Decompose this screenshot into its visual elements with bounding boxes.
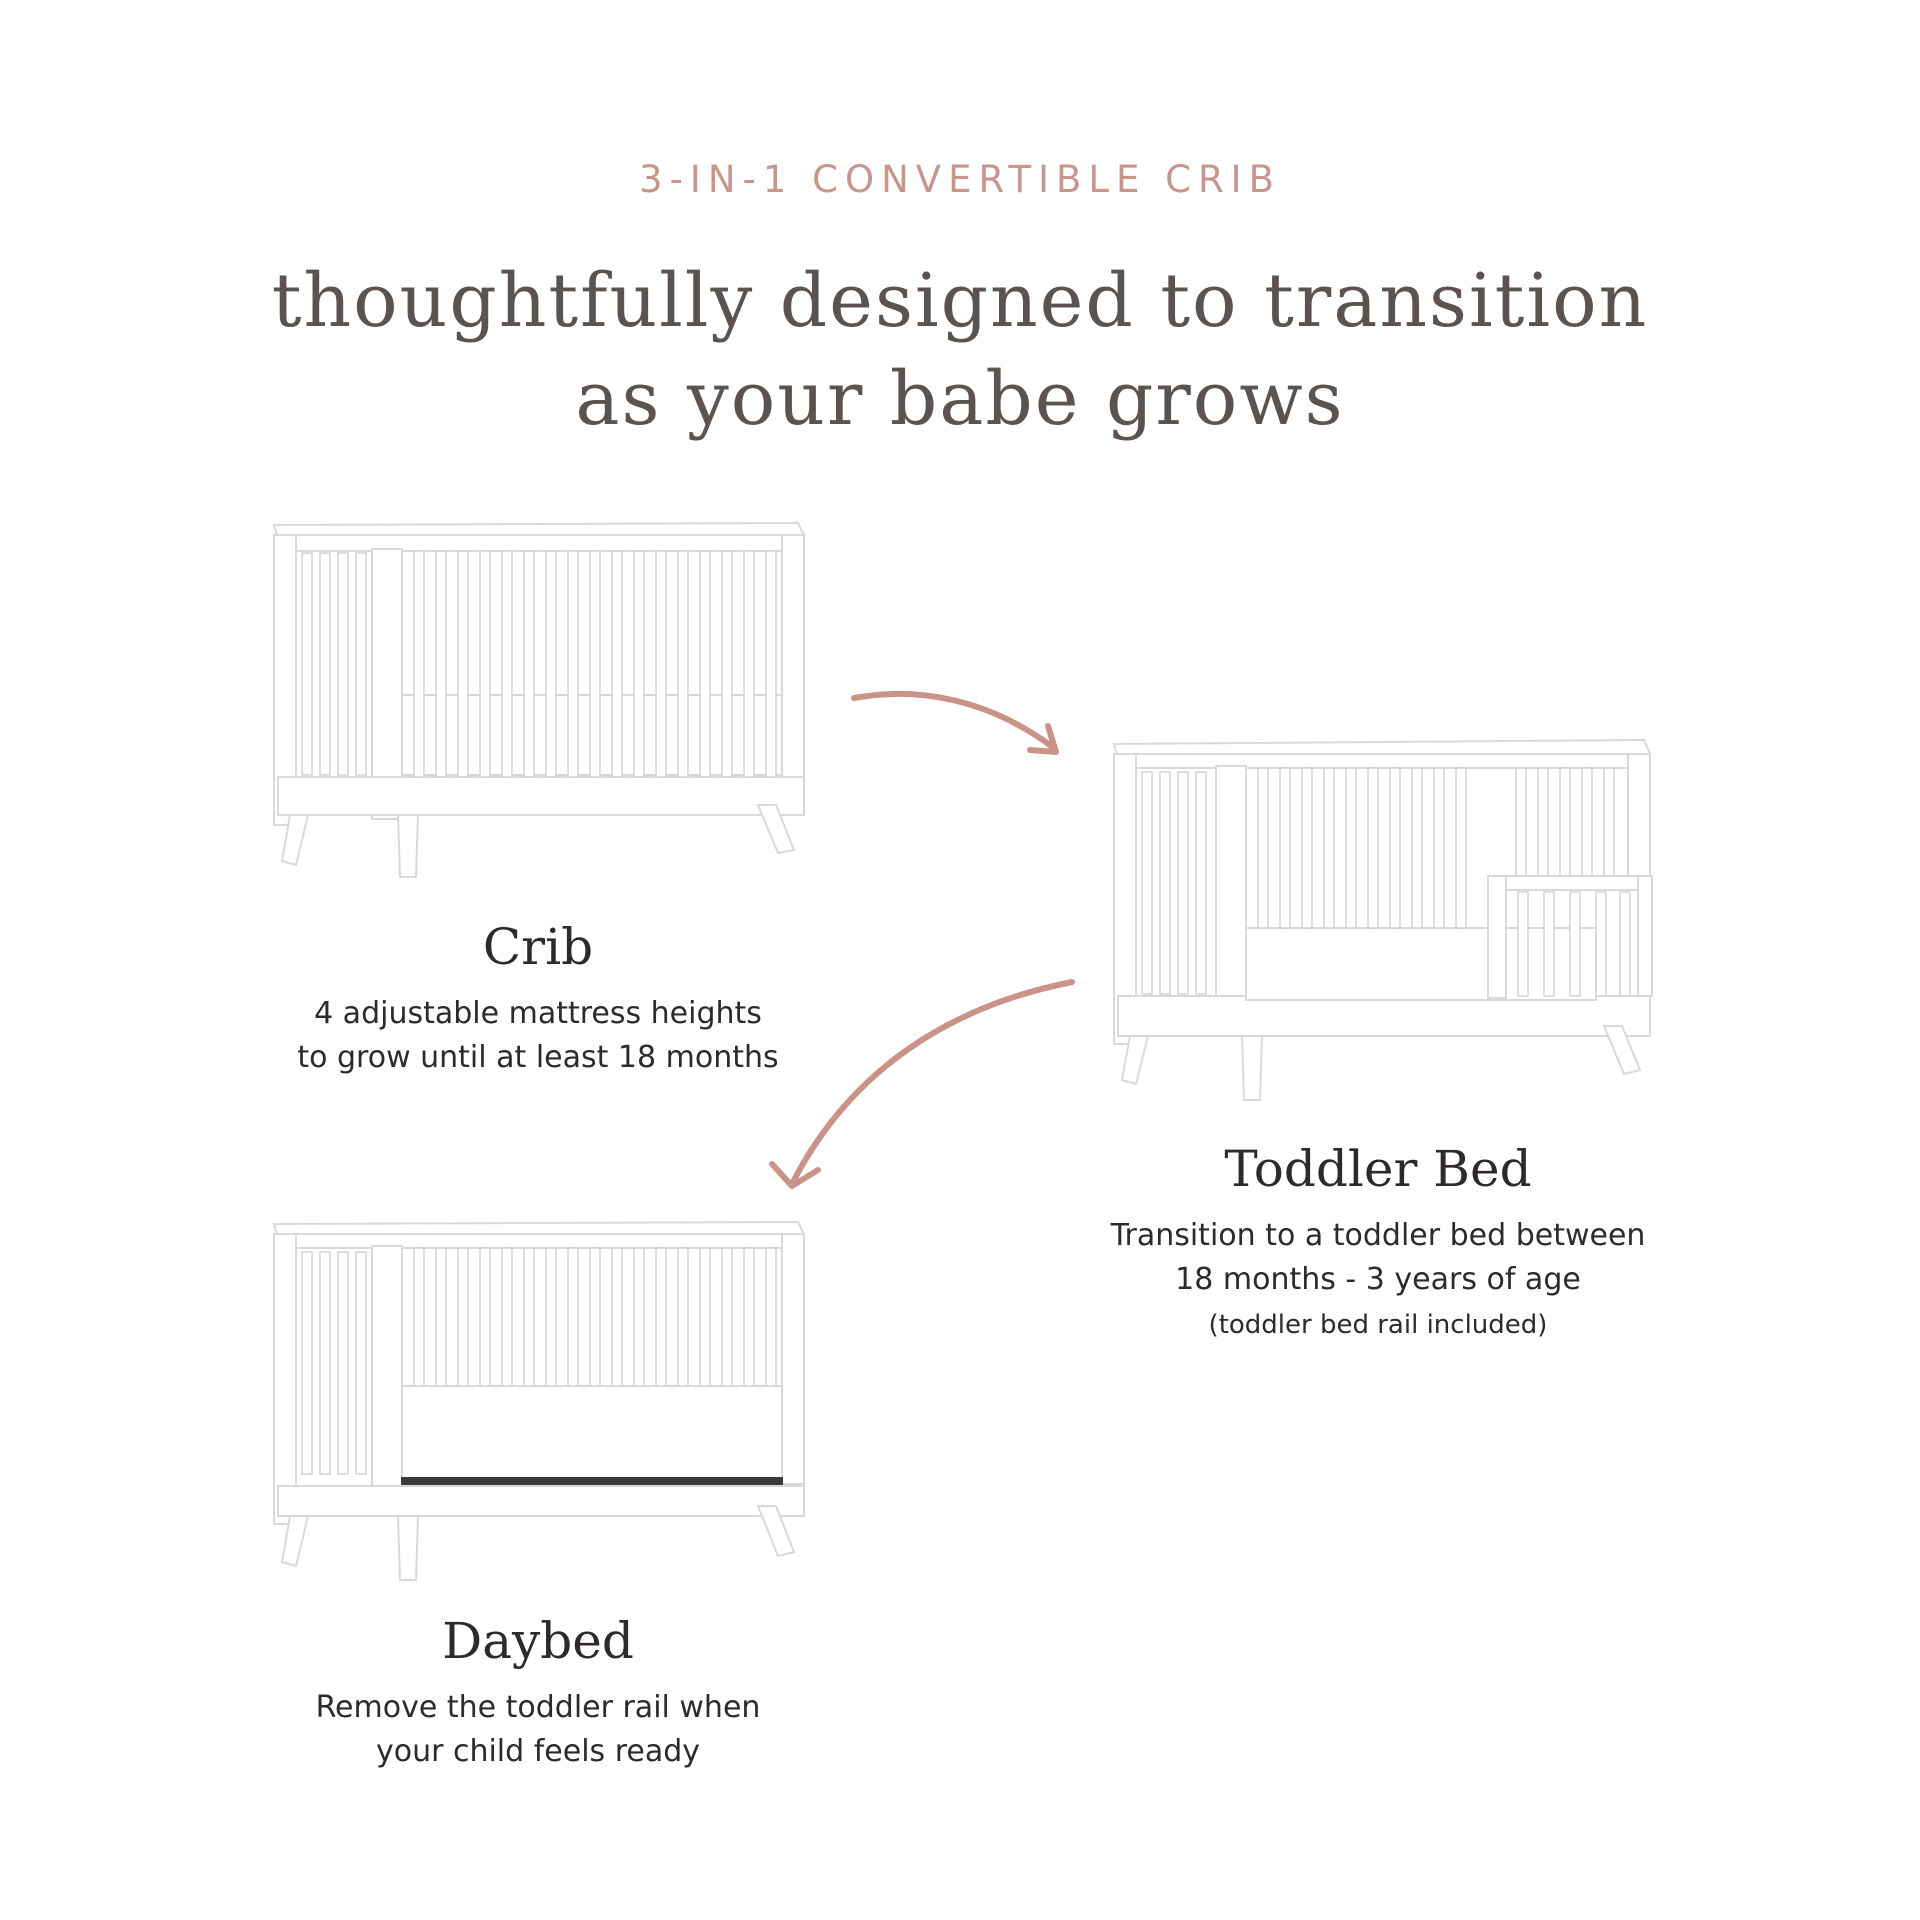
stage-desc-toddler-bed-line-2: 18 months - 3 years of age xyxy=(1175,1262,1581,1297)
headline-line-1: thoughtfully designed to transition xyxy=(271,258,1649,344)
eyebrow-label: 3-IN-1 CONVERTIBLE CRIB xyxy=(639,158,1281,201)
headline: thoughtfully designed to transition as y… xyxy=(0,252,1920,448)
stage-title-crib: Crib xyxy=(482,918,594,976)
toddler-bed-image xyxy=(1112,738,1653,1101)
stage-desc-daybed: Remove the toddler rail when your child … xyxy=(238,1686,838,1774)
headline-line-2: as your babe grows xyxy=(575,356,1345,442)
stage-title-toddler-bed: Toddler Bed xyxy=(1224,1140,1532,1198)
stage-desc-daybed-line-1: Remove the toddler rail when xyxy=(315,1690,761,1725)
stage-desc-crib-line-2: to grow until at least 18 months xyxy=(297,1040,779,1075)
stage-desc-toddler-bed-line-1: Transition to a toddler bed between xyxy=(1110,1218,1646,1253)
arrow-down-left-icon xyxy=(769,979,1075,1189)
stage-note-toddler-bed: (toddler bed rail included) xyxy=(1208,1310,1548,1340)
stage-desc-crib-line-1: 4 adjustable mattress heights xyxy=(314,996,762,1031)
daybed-image xyxy=(272,1220,806,1581)
stage-title-daybed: Daybed xyxy=(442,1612,634,1670)
stage-desc-toddler-bed: Transition to a toddler bed between 18 m… xyxy=(1058,1214,1698,1302)
crib-image xyxy=(272,521,806,878)
arrow-right-icon xyxy=(851,690,1059,755)
stage-desc-crib: 4 adjustable mattress heights to grow un… xyxy=(238,992,838,1080)
stage-desc-daybed-line-2: your child feels ready xyxy=(375,1734,701,1769)
